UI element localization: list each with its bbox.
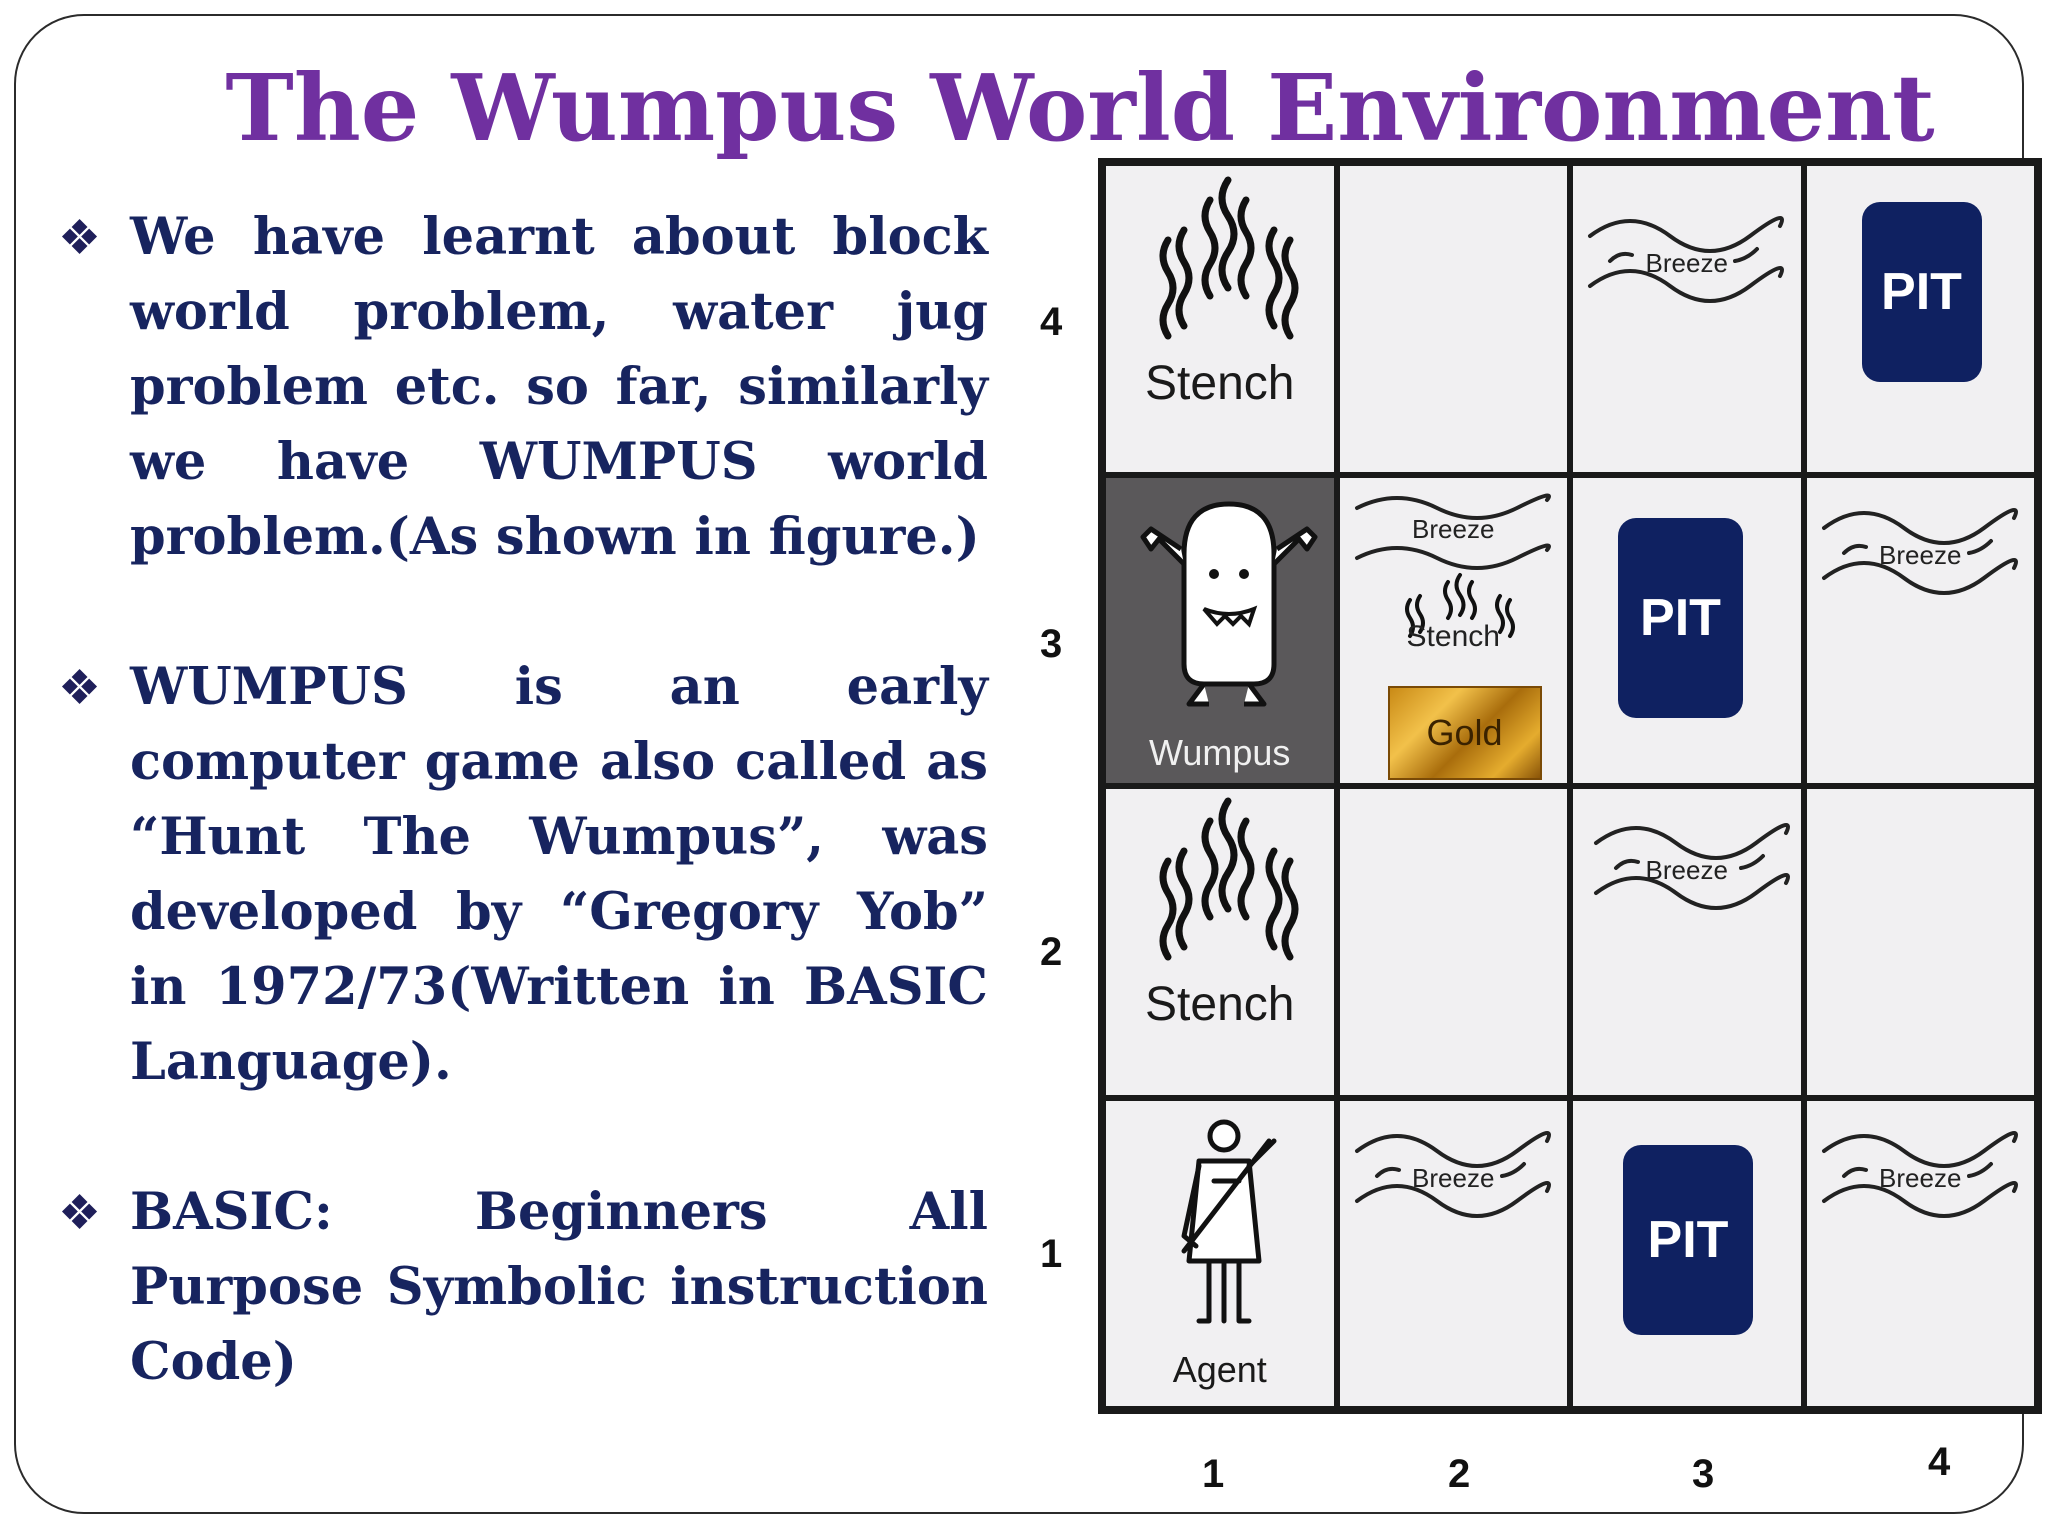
col-label: 2 [1448, 1452, 1471, 1496]
stench-label: Stench [1145, 978, 1295, 1031]
cell-r1c3: PIT [1570, 1097, 1804, 1409]
pit-block: PIT [1623, 1144, 1753, 1335]
cell-r1c1: Agent [1103, 1097, 1337, 1409]
bullet-list: ❖ We have learnt about block world probl… [58, 200, 988, 1475]
col-label: 1 [1202, 1452, 1225, 1496]
wumpus-grid: Stench Breeze PIT [1098, 158, 2042, 1414]
bullet-text: BASIC: Beginners All Purpose Symbolic in… [130, 1182, 988, 1392]
cell-r2c3: Breeze [1570, 786, 1804, 1098]
cell-r1c2: Breeze [1336, 1097, 1570, 1409]
gold-block: Gold [1387, 685, 1542, 780]
wumpus-label: Wumpus [1149, 731, 1291, 773]
breeze-label: Breeze [1412, 513, 1495, 544]
cell-r4c4: PIT [1803, 163, 2037, 475]
breeze-icon [1821, 1130, 2018, 1218]
breeze-icon [1354, 493, 1551, 570]
stench-label: Stench [1145, 357, 1295, 410]
stench-label: Stench [1406, 619, 1500, 653]
stench-icon [1404, 572, 1515, 638]
breeze-label: Breeze [1879, 539, 1962, 570]
row-label: 2 [1040, 930, 1063, 974]
cell-r3c4: Breeze [1803, 474, 2037, 786]
cell-r2c4 [1803, 786, 2037, 1098]
diamond-quad-icon: ❖ [58, 660, 102, 716]
breeze-icon [1594, 823, 1790, 910]
breeze-label: Breeze [1879, 1162, 1962, 1193]
breeze-label: Breeze [1645, 855, 1728, 885]
bullet-item: ❖ WUMPUS is an early computer game also … [58, 650, 988, 1100]
slide-title: The Wumpus World Environment [225, 54, 1935, 162]
row-label: 3 [1040, 622, 1063, 666]
cell-r4c2 [1336, 163, 1570, 475]
breeze-icon [1354, 1130, 1551, 1218]
col-label: 3 [1692, 1452, 1715, 1496]
cell-r2c1: Stench [1103, 786, 1337, 1098]
breeze-label: Breeze [1645, 248, 1728, 278]
stench-icon [1159, 797, 1299, 961]
diamond-quad-icon: ❖ [58, 1185, 102, 1241]
col-label: 4 [1928, 1440, 1951, 1484]
bullet-text: We have learnt about block world problem… [130, 207, 988, 567]
agent-label: Agent [1172, 1348, 1267, 1390]
wumpus-icon [1140, 501, 1318, 706]
row-label: 4 [1040, 300, 1063, 344]
row-label: 1 [1040, 1232, 1063, 1276]
agent-icon [1181, 1119, 1277, 1323]
bullet-text: WUMPUS is an early computer game also ca… [130, 657, 988, 1092]
cell-r3c2: Breeze Stench Gold [1336, 474, 1570, 786]
stench-icon [1159, 176, 1299, 340]
diamond-quad-icon: ❖ [58, 210, 102, 266]
bullet-item: ❖ BASIC: Beginners All Purpose Symbolic … [58, 1175, 988, 1400]
cell-r4c1: Stench [1103, 163, 1337, 475]
cell-r2c2 [1336, 786, 1570, 1098]
breeze-label: Breeze [1412, 1162, 1495, 1193]
cell-r3c3: PIT [1570, 474, 1804, 786]
breeze-icon [1821, 507, 2018, 595]
pit-block: PIT [1861, 202, 1982, 382]
cell-r4c3: Breeze [1570, 163, 1804, 475]
breeze-icon [1588, 216, 1784, 303]
pit-block: PIT [1618, 517, 1743, 718]
bullet-item: ❖ We have learnt about block world probl… [58, 200, 988, 575]
cell-r3c1: Wumpus [1103, 474, 1337, 786]
cell-r1c4: Breeze [1803, 1097, 2037, 1409]
